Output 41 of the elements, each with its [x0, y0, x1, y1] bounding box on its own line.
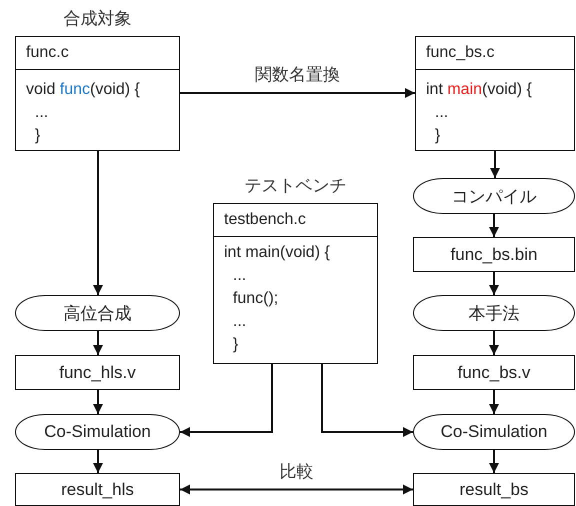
arrow — [180, 484, 413, 494]
filename-header: func.c — [16, 37, 179, 70]
code-line: } — [434, 126, 440, 146]
code-line: ... — [232, 312, 246, 332]
code-line: ... — [232, 266, 246, 286]
file-box: func_bs.v — [413, 355, 575, 390]
caption-heading: テストベンチ — [244, 175, 348, 197]
process-terminal: コンパイル — [413, 178, 575, 214]
code-line: int main(void) { — [224, 243, 330, 263]
arrow — [180, 88, 415, 98]
file-box: result_bs — [413, 473, 575, 506]
code-line: } — [34, 126, 40, 146]
arrow — [321, 364, 413, 437]
code-line: ... — [34, 103, 48, 123]
code-line: func(); — [232, 289, 278, 309]
arrow — [489, 390, 499, 414]
file-box: func_bs.bin — [413, 237, 575, 272]
code-box — [415, 36, 575, 151]
code-line: void func(void) { — [26, 80, 140, 100]
arrow — [490, 151, 500, 178]
file-box: func_hls.v — [15, 355, 180, 390]
arrow — [93, 390, 103, 414]
arrow — [180, 364, 273, 437]
arrow — [93, 450, 103, 473]
arrow — [489, 272, 499, 295]
code-line: } — [232, 335, 238, 355]
code-line: int main(void) { — [426, 80, 532, 100]
filename-header: testbench.c — [214, 204, 377, 237]
process-terminal: 本手法 — [413, 295, 575, 331]
arrow — [489, 331, 499, 355]
arrow — [489, 214, 499, 237]
process-terminal: Co-Simulation — [413, 414, 575, 450]
process-terminal: 高位合成 — [15, 295, 180, 331]
caption-heading: 合成対象 — [62, 8, 132, 30]
arrow — [93, 151, 103, 295]
process-terminal: Co-Simulation — [15, 414, 180, 450]
file-box: result_hls — [15, 473, 180, 506]
filename-header: func_bs.c — [416, 37, 574, 70]
code-line: ... — [434, 103, 448, 123]
arrow — [489, 450, 499, 473]
arrow — [93, 331, 103, 355]
